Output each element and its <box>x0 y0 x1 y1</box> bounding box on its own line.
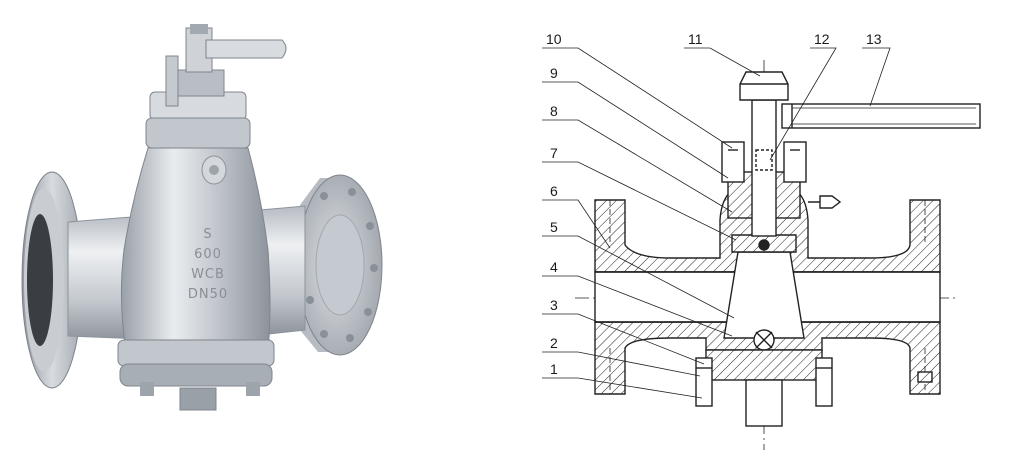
part-labels: 10 9 8 7 6 5 4 3 2 1 11 12 13 <box>546 31 882 377</box>
marking-line: WCB <box>191 267 225 282</box>
cover-bolt-left <box>695 357 713 407</box>
adjusting-screw <box>745 379 783 427</box>
top-nut <box>739 71 789 101</box>
marking-line: S <box>203 227 212 242</box>
right-flange <box>297 174 383 356</box>
part-number-label: 8 <box>550 103 558 119</box>
part-number-label: 1 <box>550 361 558 377</box>
left-bore <box>27 214 53 346</box>
sectional-drawing: 10 9 8 7 6 5 4 3 2 1 11 12 13 <box>542 31 981 450</box>
part-number-label: 9 <box>550 65 558 81</box>
part-number-label: 5 <box>550 219 558 235</box>
part-number-label: 6 <box>550 183 558 199</box>
marking-line: DN50 <box>188 287 228 302</box>
stem <box>185 27 213 73</box>
gland-bolt-left <box>721 141 745 183</box>
adjusting-bolt <box>179 387 217 411</box>
valve-photo: S 600 WCB DN50 <box>21 24 383 411</box>
grease-fitting <box>819 195 842 209</box>
part-number-label: 2 <box>550 335 558 351</box>
leader-lines <box>542 47 891 399</box>
part-number-label: 12 <box>814 31 830 47</box>
part-number-label: 11 <box>688 31 703 47</box>
part-number-label: 3 <box>550 297 558 313</box>
bottom-cover <box>117 339 275 411</box>
cover-bolt-right <box>815 357 833 407</box>
marking-line: 600 <box>194 247 222 262</box>
gland-bolt-right <box>783 141 807 183</box>
bottom-cover <box>705 349 823 381</box>
part-number-label: 13 <box>866 31 882 47</box>
handle <box>165 39 287 107</box>
part-number-label: 4 <box>550 259 558 275</box>
left-flange <box>21 171 83 389</box>
part-number-label: 7 <box>550 145 558 161</box>
part-number-label: 10 <box>546 31 562 47</box>
body-markings: S 600 WCB DN50 <box>188 227 228 302</box>
plug <box>723 251 805 339</box>
